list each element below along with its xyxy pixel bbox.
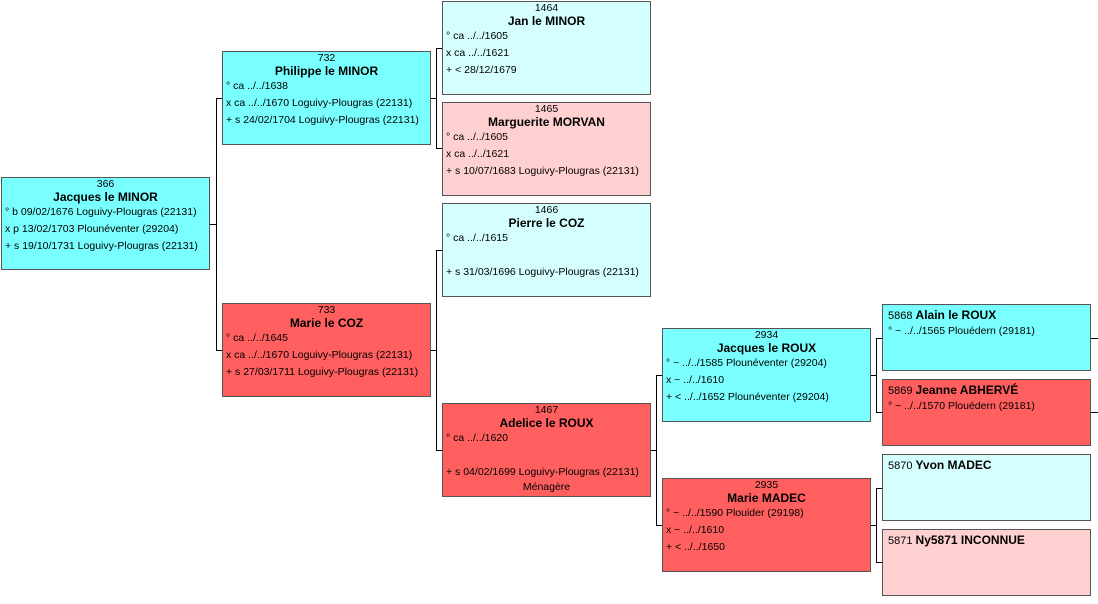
marriage-event: x ~ ../../1610	[666, 524, 725, 536]
connector-line	[436, 250, 437, 451]
birth-event: ° ca ../../1615	[446, 232, 508, 244]
birth-event: ° ca ../../1605	[446, 131, 508, 143]
connector-line	[876, 488, 877, 563]
person-box-366[interactable]: 366 Jacques le MINOR ° b 09/02/1676 Logu…	[1, 177, 210, 270]
death-event: + < 28/12/1679	[446, 64, 517, 76]
death-event: + s 19/10/1731 Loguivy-Plougras (22131)	[5, 240, 198, 252]
sosa-number: 733	[317, 304, 336, 316]
person-name: Jacques le MINOR	[53, 190, 158, 204]
connector-line	[876, 562, 883, 563]
sosa-number: 5868	[888, 310, 913, 322]
sosa-number: 2934	[754, 329, 779, 341]
connector-line	[436, 148, 443, 149]
birth-event: ° ~ ../../1565 Plouédern (29181)	[888, 325, 1035, 337]
person-box-5869[interactable]: 5869 Jeanne ABHERVÉ ° ~ ../../1570 Ploué…	[882, 379, 1091, 446]
connector-line	[436, 250, 443, 251]
birth-event: ° b 09/02/1676 Loguivy-Plougras (22131)	[5, 206, 197, 218]
person-box-2934[interactable]: 2934 Jacques le ROUX ° ~ ../../1585 Plou…	[662, 328, 871, 422]
person-name: Marie MADEC	[727, 491, 806, 505]
person-name: Marguerite MORVAN	[488, 115, 605, 129]
connector-stub	[1090, 338, 1098, 339]
person-name: Alain le ROUX	[915, 308, 997, 322]
connector-line	[870, 375, 877, 376]
connector-line	[876, 412, 883, 413]
connector-line	[656, 375, 657, 526]
person-box-1466[interactable]: 1466 Pierre le COZ ° ca ../../1615 + s 3…	[442, 203, 651, 297]
birth-event: ° ca ../../1638	[226, 80, 288, 92]
sosa-number: 5871	[888, 535, 913, 547]
person-name: Jacques le ROUX	[716, 341, 817, 355]
connector-line	[216, 350, 223, 351]
sosa-number: 5870	[888, 460, 913, 472]
person-box-1464[interactable]: 1464 Jan le MINOR ° ca ../../1605 x ca .…	[442, 1, 651, 95]
death-event: + s 24/02/1704 Loguivy-Plougras (22131)	[226, 114, 419, 126]
birth-event: ° ca ../../1620	[446, 432, 508, 444]
birth-event: ° ~ ../../1585 Plounéventer (29204)	[666, 357, 827, 369]
marriage-event: x ca ../../1621	[446, 148, 510, 160]
connector-line	[656, 525, 663, 526]
birth-event: ° ca ../../1605	[446, 30, 508, 42]
sosa-number: 1467	[534, 404, 559, 416]
person-name: Philippe le MINOR	[274, 64, 379, 78]
connector-line	[436, 450, 443, 451]
birth-event: ° ca ../../1645	[226, 332, 288, 344]
person-box-733[interactable]: 733 Marie le COZ ° ca ../../1645 x ca ..…	[222, 303, 431, 397]
connector-line	[876, 338, 883, 339]
occupation: Ménagère	[522, 481, 571, 493]
connector-line	[430, 98, 437, 99]
person-header: 5870 Yvon MADEC	[883, 458, 1090, 473]
connector-line	[876, 338, 877, 413]
person-box-5871[interactable]: 5871 Ny5871 INCONNUE	[882, 529, 1091, 596]
connector-line	[216, 98, 217, 351]
person-header: 5868 Alain le ROUX	[883, 308, 1090, 323]
person-box-732[interactable]: 732 Philippe le MINOR ° ca ../../1638 x …	[222, 51, 431, 145]
marriage-event: x ca ../../1670 Loguivy-Plougras (22131)	[226, 349, 413, 361]
person-name: Ny5871 INCONNUE	[915, 533, 1025, 547]
sosa-number: 1466	[534, 204, 559, 216]
death-event: + < ../../1652 Plounéventer (29204)	[666, 391, 829, 403]
empty-line	[443, 447, 650, 464]
connector-line	[656, 375, 663, 376]
person-box-1467[interactable]: 1467 Adelice le ROUX ° ca ../../1620 + s…	[442, 403, 651, 497]
connector-line	[870, 525, 877, 526]
sosa-number: 1465	[534, 103, 559, 115]
person-header: 5869 Jeanne ABHERVÉ	[883, 383, 1090, 398]
person-name: Jan le MINOR	[507, 14, 586, 28]
connector-line	[216, 98, 223, 99]
connector-line	[650, 450, 657, 451]
marriage-event: x ~ ../../1610	[666, 374, 725, 386]
person-box-2935[interactable]: 2935 Marie MADEC ° ~ ../../1590 Plouider…	[662, 478, 871, 572]
connector-line	[430, 350, 437, 351]
marriage-event: x ca ../../1670 Loguivy-Plougras (22131)	[226, 97, 413, 109]
person-box-1465[interactable]: 1465 Marguerite MORVAN ° ca ../../1605 x…	[442, 102, 651, 196]
connector-line	[436, 48, 437, 149]
marriage-event: x ca ../../1621	[446, 47, 510, 59]
person-name: Pierre le COZ	[508, 216, 585, 230]
death-event: + s 10/07/1683 Loguivy-Plougras (22131)	[446, 165, 639, 177]
death-event: + s 27/03/1711 Loguivy-Plougras (22131)	[226, 366, 419, 378]
connector-stub	[1090, 412, 1098, 413]
sosa-number: 732	[317, 52, 336, 64]
person-box-5870[interactable]: 5870 Yvon MADEC	[882, 454, 1091, 521]
connector-line	[209, 224, 217, 225]
birth-event: ° ~ ../../1590 Plouider (29198)	[666, 507, 804, 519]
marriage-event: x p 13/02/1703 Plounéventer (29204)	[5, 223, 179, 235]
death-event: + s 04/02/1699 Loguivy-Plougras (22131)	[446, 466, 639, 478]
death-event: + < ../../1650	[666, 541, 725, 553]
empty-line	[443, 247, 650, 264]
person-name: Adelice le ROUX	[499, 416, 594, 430]
sosa-number: 5869	[888, 385, 913, 397]
sosa-number: 1464	[534, 2, 559, 14]
person-box-5868[interactable]: 5868 Alain le ROUX ° ~ ../../1565 Plouéd…	[882, 304, 1091, 371]
sosa-number: 366	[96, 178, 115, 190]
person-name: Jeanne ABHERVÉ	[915, 383, 1019, 397]
death-event: + s 31/03/1696 Loguivy-Plougras (22131)	[446, 266, 639, 278]
connector-line	[876, 488, 883, 489]
person-name: Yvon MADEC	[915, 458, 992, 472]
person-name: Marie le COZ	[289, 316, 364, 330]
birth-event: ° ~ ../../1570 Plouédern (29181)	[888, 400, 1035, 412]
sosa-number: 2935	[754, 479, 779, 491]
person-header: 5871 Ny5871 INCONNUE	[883, 533, 1090, 548]
connector-line	[436, 48, 443, 49]
